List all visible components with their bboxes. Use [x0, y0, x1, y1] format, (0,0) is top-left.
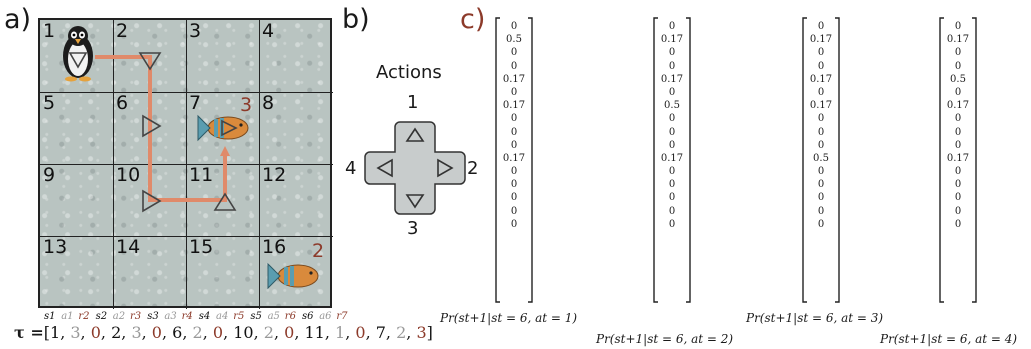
trajectory-value: 0 [355, 323, 365, 342]
trajectory-subscript: s3 [147, 311, 159, 322]
trajectory-value: 3 [70, 323, 80, 342]
trajectory-subscript: s6 [302, 311, 314, 322]
action-down-label: 3 [407, 218, 418, 239]
trajectory-subscript: s2 [96, 311, 108, 322]
triangle-marker-icon [140, 53, 160, 69]
dpad-icon [360, 118, 470, 218]
vector-caption: Pr(st+1|st = 6, at = 4) [880, 332, 1017, 346]
vector-brackets [652, 16, 692, 306]
vector-caption: Pr(st+1|st = 6, at = 3) [746, 311, 883, 325]
vector-caption: Pr(st+1|st = 6, at = 2) [596, 332, 733, 346]
action-right-label: 2 [467, 158, 478, 179]
trajectory-subscript: a3 [164, 311, 176, 322]
trajectory-subscript: s1 [44, 311, 56, 322]
trajectory-subscript: a4 [216, 311, 228, 322]
trajectory-subscript: s4 [199, 311, 211, 322]
trajectory-subscript: r5 [233, 311, 244, 322]
trajectory-value: 7 [376, 323, 386, 342]
trajectory-value: 3 [131, 323, 141, 342]
trajectory-subscript: r2 [78, 311, 89, 322]
reward-value-cell16: 2 [312, 240, 324, 262]
triangle-marker-icon [70, 53, 86, 67]
triangle-marker-icon [143, 191, 160, 211]
trajectory-subscript: a2 [113, 311, 125, 322]
trajectory-subscript: r7 [336, 311, 347, 322]
trajectory-value: 2 [193, 323, 203, 342]
trajectory-value: 3 [416, 323, 426, 342]
trajectory-subscript: a1 [61, 311, 73, 322]
action-up-label: 1 [407, 92, 418, 113]
trajectory-subscript: s5 [250, 311, 262, 322]
trajectory-subscript: a5 [268, 311, 280, 322]
vector-brackets [494, 16, 534, 306]
trajectory-value: 0 [91, 323, 101, 342]
vector-brackets [938, 16, 978, 306]
trajectory-value: 2 [264, 323, 274, 342]
vector-brackets [801, 16, 841, 306]
trajectory-subscript: a6 [319, 311, 331, 322]
triangle-marker-icon [215, 194, 235, 210]
trajectory-value: 2 [396, 323, 406, 342]
trajectory-subscript: r6 [285, 311, 296, 322]
trajectory-value: 10 [233, 323, 253, 342]
trajectory-value: 11 [304, 323, 324, 342]
trajectory-value: 0 [213, 323, 223, 342]
reward-value-cell7: 3 [240, 94, 252, 116]
triangle-marker-icon [143, 116, 160, 136]
trajectory-subscript: r3 [130, 311, 141, 322]
actions-title: Actions [376, 62, 442, 83]
trajectory-value: 1 [335, 323, 345, 342]
trajectory-value: 0 [152, 323, 162, 342]
trajectory-prefix: τ = [14, 323, 44, 342]
trajectory-value: 0 [284, 323, 294, 342]
vector-caption: Pr(st+1|st = 6, at = 1) [440, 311, 577, 325]
trajectory-subscript: r4 [182, 311, 193, 322]
trajectory-sequence: τ =[1, 3, 0, 2, 3, 0, 6, 2, 0, 10, 2, 0,… [14, 323, 433, 342]
action-left-label: 4 [345, 158, 356, 179]
trajectory-value: 1 [50, 323, 60, 342]
trajectory-value: 2 [111, 323, 121, 342]
trajectory-value: 6 [172, 323, 182, 342]
fish-icon [266, 256, 322, 296]
